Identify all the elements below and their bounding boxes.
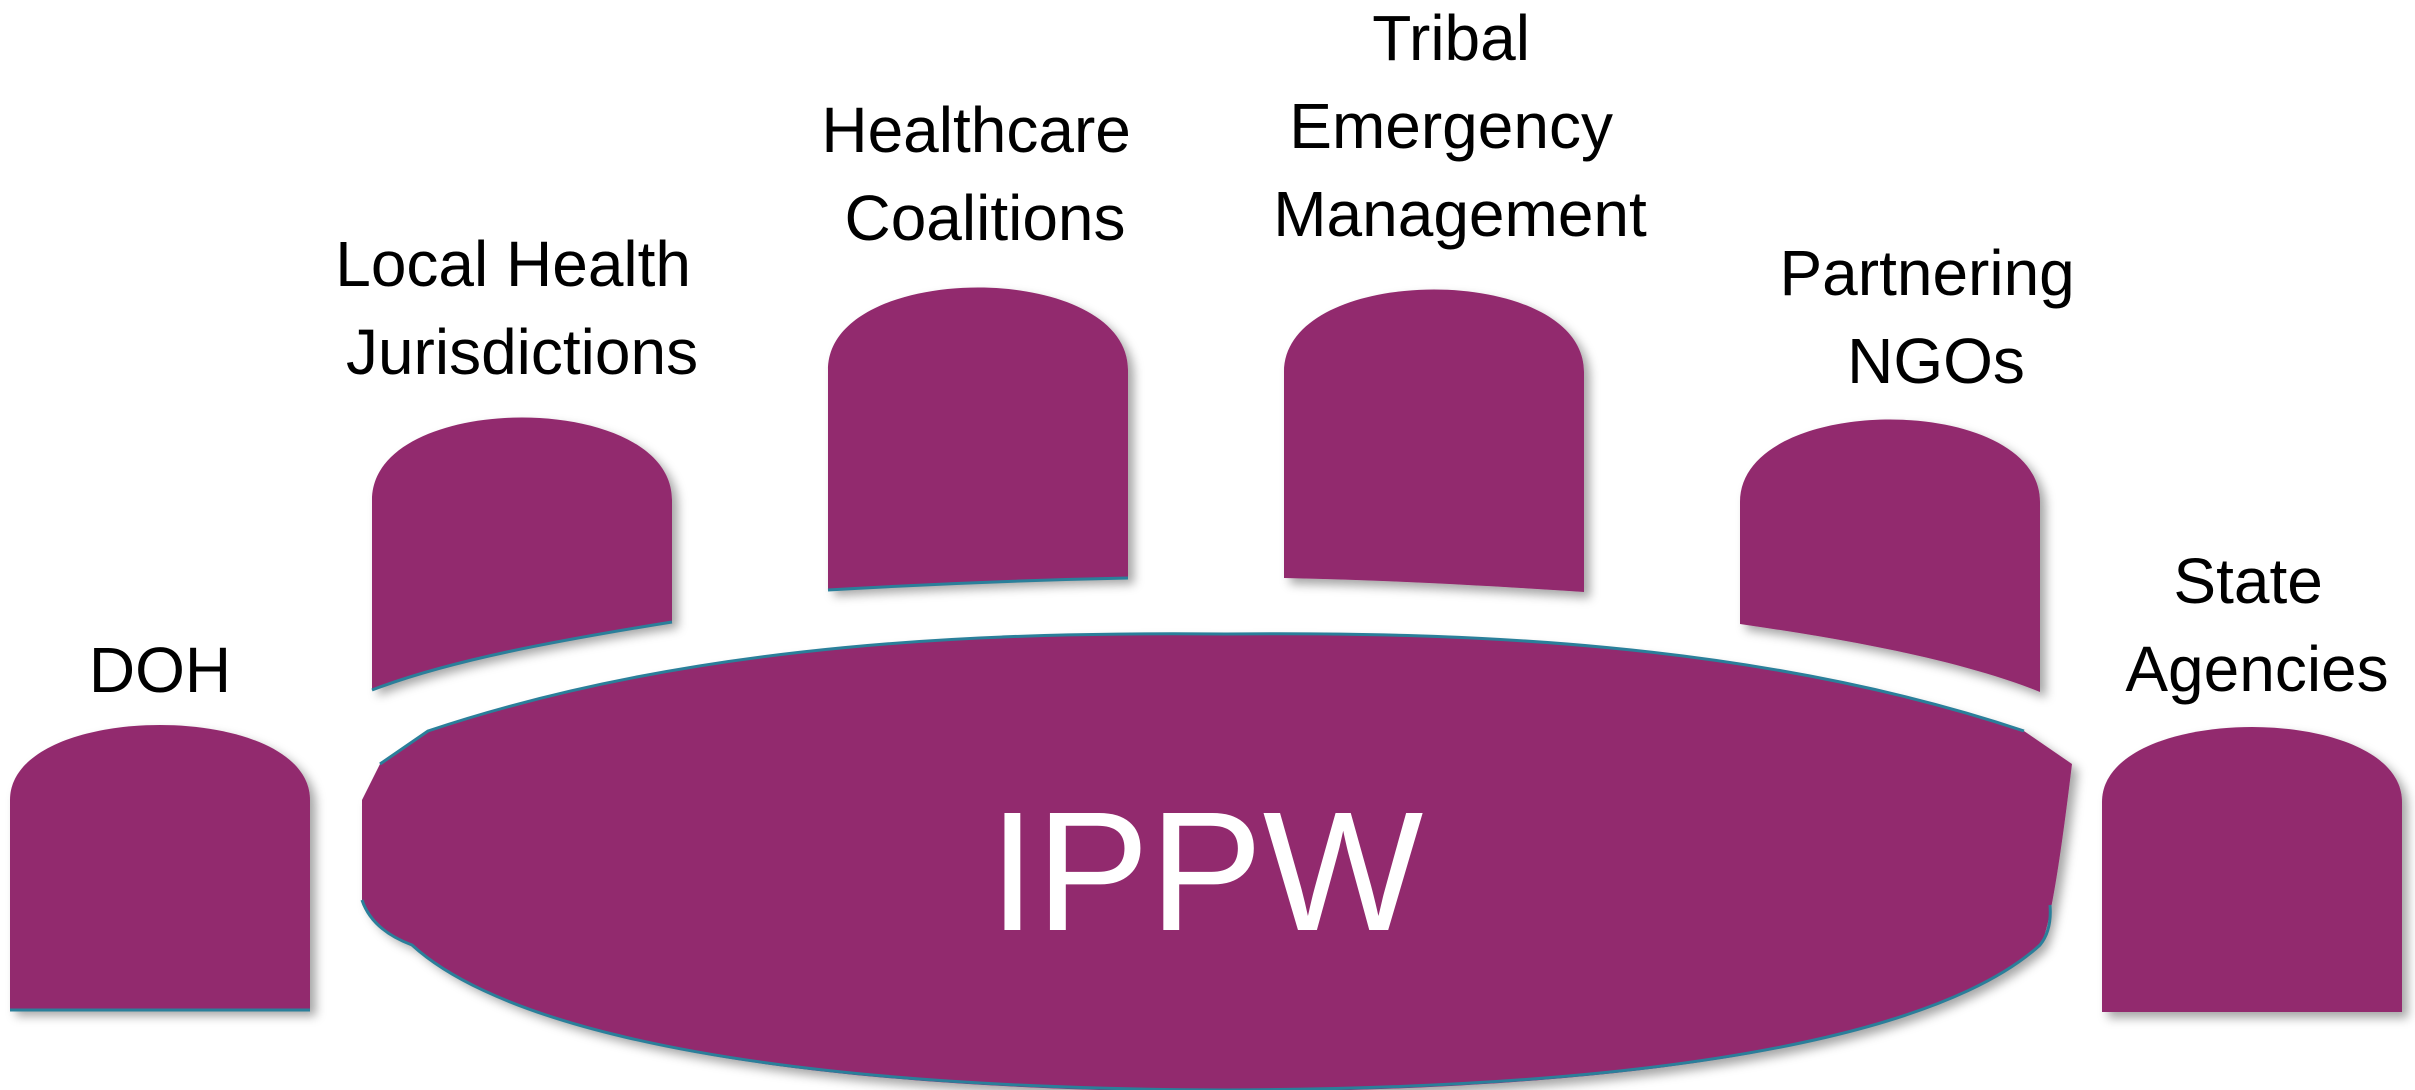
label-local-health-jurisdictions: Local Health Jurisdictions: [335, 228, 709, 388]
seat-tribal-emergency-management: [1284, 289, 1584, 592]
seat-local-health-jurisdictions: [371, 417, 673, 692]
label-state-agencies: State Agencies: [2125, 545, 2388, 705]
label-partnering-ngos: Partnering NGOs: [1779, 237, 2092, 397]
label-tribal-emergency-management: Tribal Emergency Management: [1273, 2, 1647, 250]
label-healthcare-coalitions: Healthcare Coalitions: [821, 94, 1148, 254]
seat-doh: [10, 725, 310, 1012]
label-doh: DOH: [89, 634, 231, 706]
seat-healthcare-coalitions: [827, 287, 1129, 592]
seat-partnering-ngos: [1740, 419, 2040, 692]
seat-state-agencies: [2102, 727, 2402, 1012]
center-label: IPPW: [989, 777, 1423, 967]
